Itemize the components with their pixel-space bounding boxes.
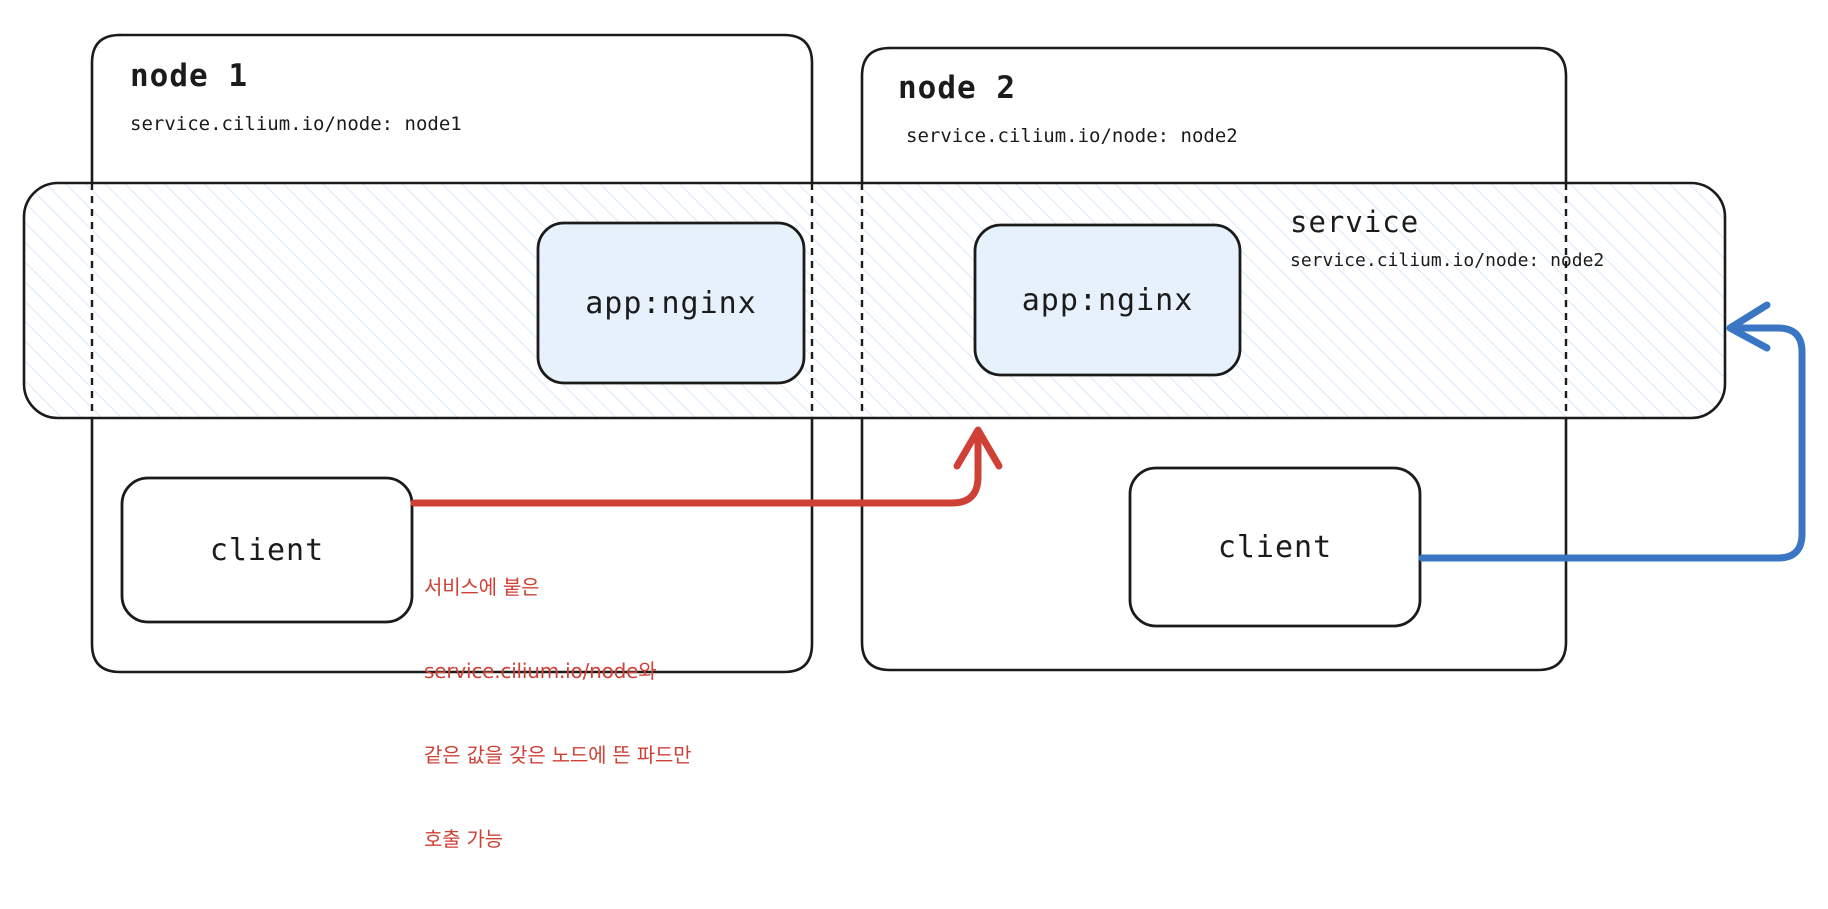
node2-title: node 2 [898,70,1016,106]
node2-label: service.cilium.io/node: node2 [906,125,1238,147]
blue-arrow-head [1726,301,1771,352]
red-annotation-line-3: 같은 값을 갖은 노드에 뜬 파드만 [424,743,692,767]
node1-frame-top [118,33,814,185]
node2-client-box[interactable] [1128,466,1422,628]
blue-arrow-line [1418,324,1806,562]
node2-pod-box[interactable] [973,223,1242,377]
node2-frame-topleft [860,46,892,185]
node1-client-box[interactable] [120,476,414,624]
red-annotation: 서비스에 붙은 service.cilium.io/node와 같은 값을 갖은… [424,517,692,909]
node2-client-label: client [1217,529,1333,565]
red-annotation-line-2: service.cilium.io/node와 [424,659,657,683]
node1-client-label: client [209,532,325,568]
node2-frame-bottom [860,416,1568,672]
red-arrow-line [410,428,982,507]
red-annotation-line-1: 서비스에 붙은 [424,575,540,599]
node1-pod-label: app:nginx [585,285,757,321]
node1-title: node 1 [130,58,248,94]
node1-frame-bottom [90,416,814,674]
service-label: service.cilium.io/node: node2 [1290,250,1605,271]
node1-frame-topleft [90,33,122,185]
service-title: service [1290,205,1420,239]
diagram-arrows [410,301,1806,562]
service-band [22,181,1727,420]
red-arrow-head [953,426,1003,470]
node2-pod-label: app:nginx [1021,282,1194,318]
node1-pod-box[interactable] [536,221,806,385]
node1-label: service.cilium.io/node: node1 [130,113,462,135]
diagram-canvas: node 1 service.cilium.io/node: node1 nod… [22,33,1806,851]
node2-frame-top [888,46,1568,185]
red-annotation-line-4: 호출 가능 [424,827,503,851]
diagram-shapes [22,33,1727,674]
